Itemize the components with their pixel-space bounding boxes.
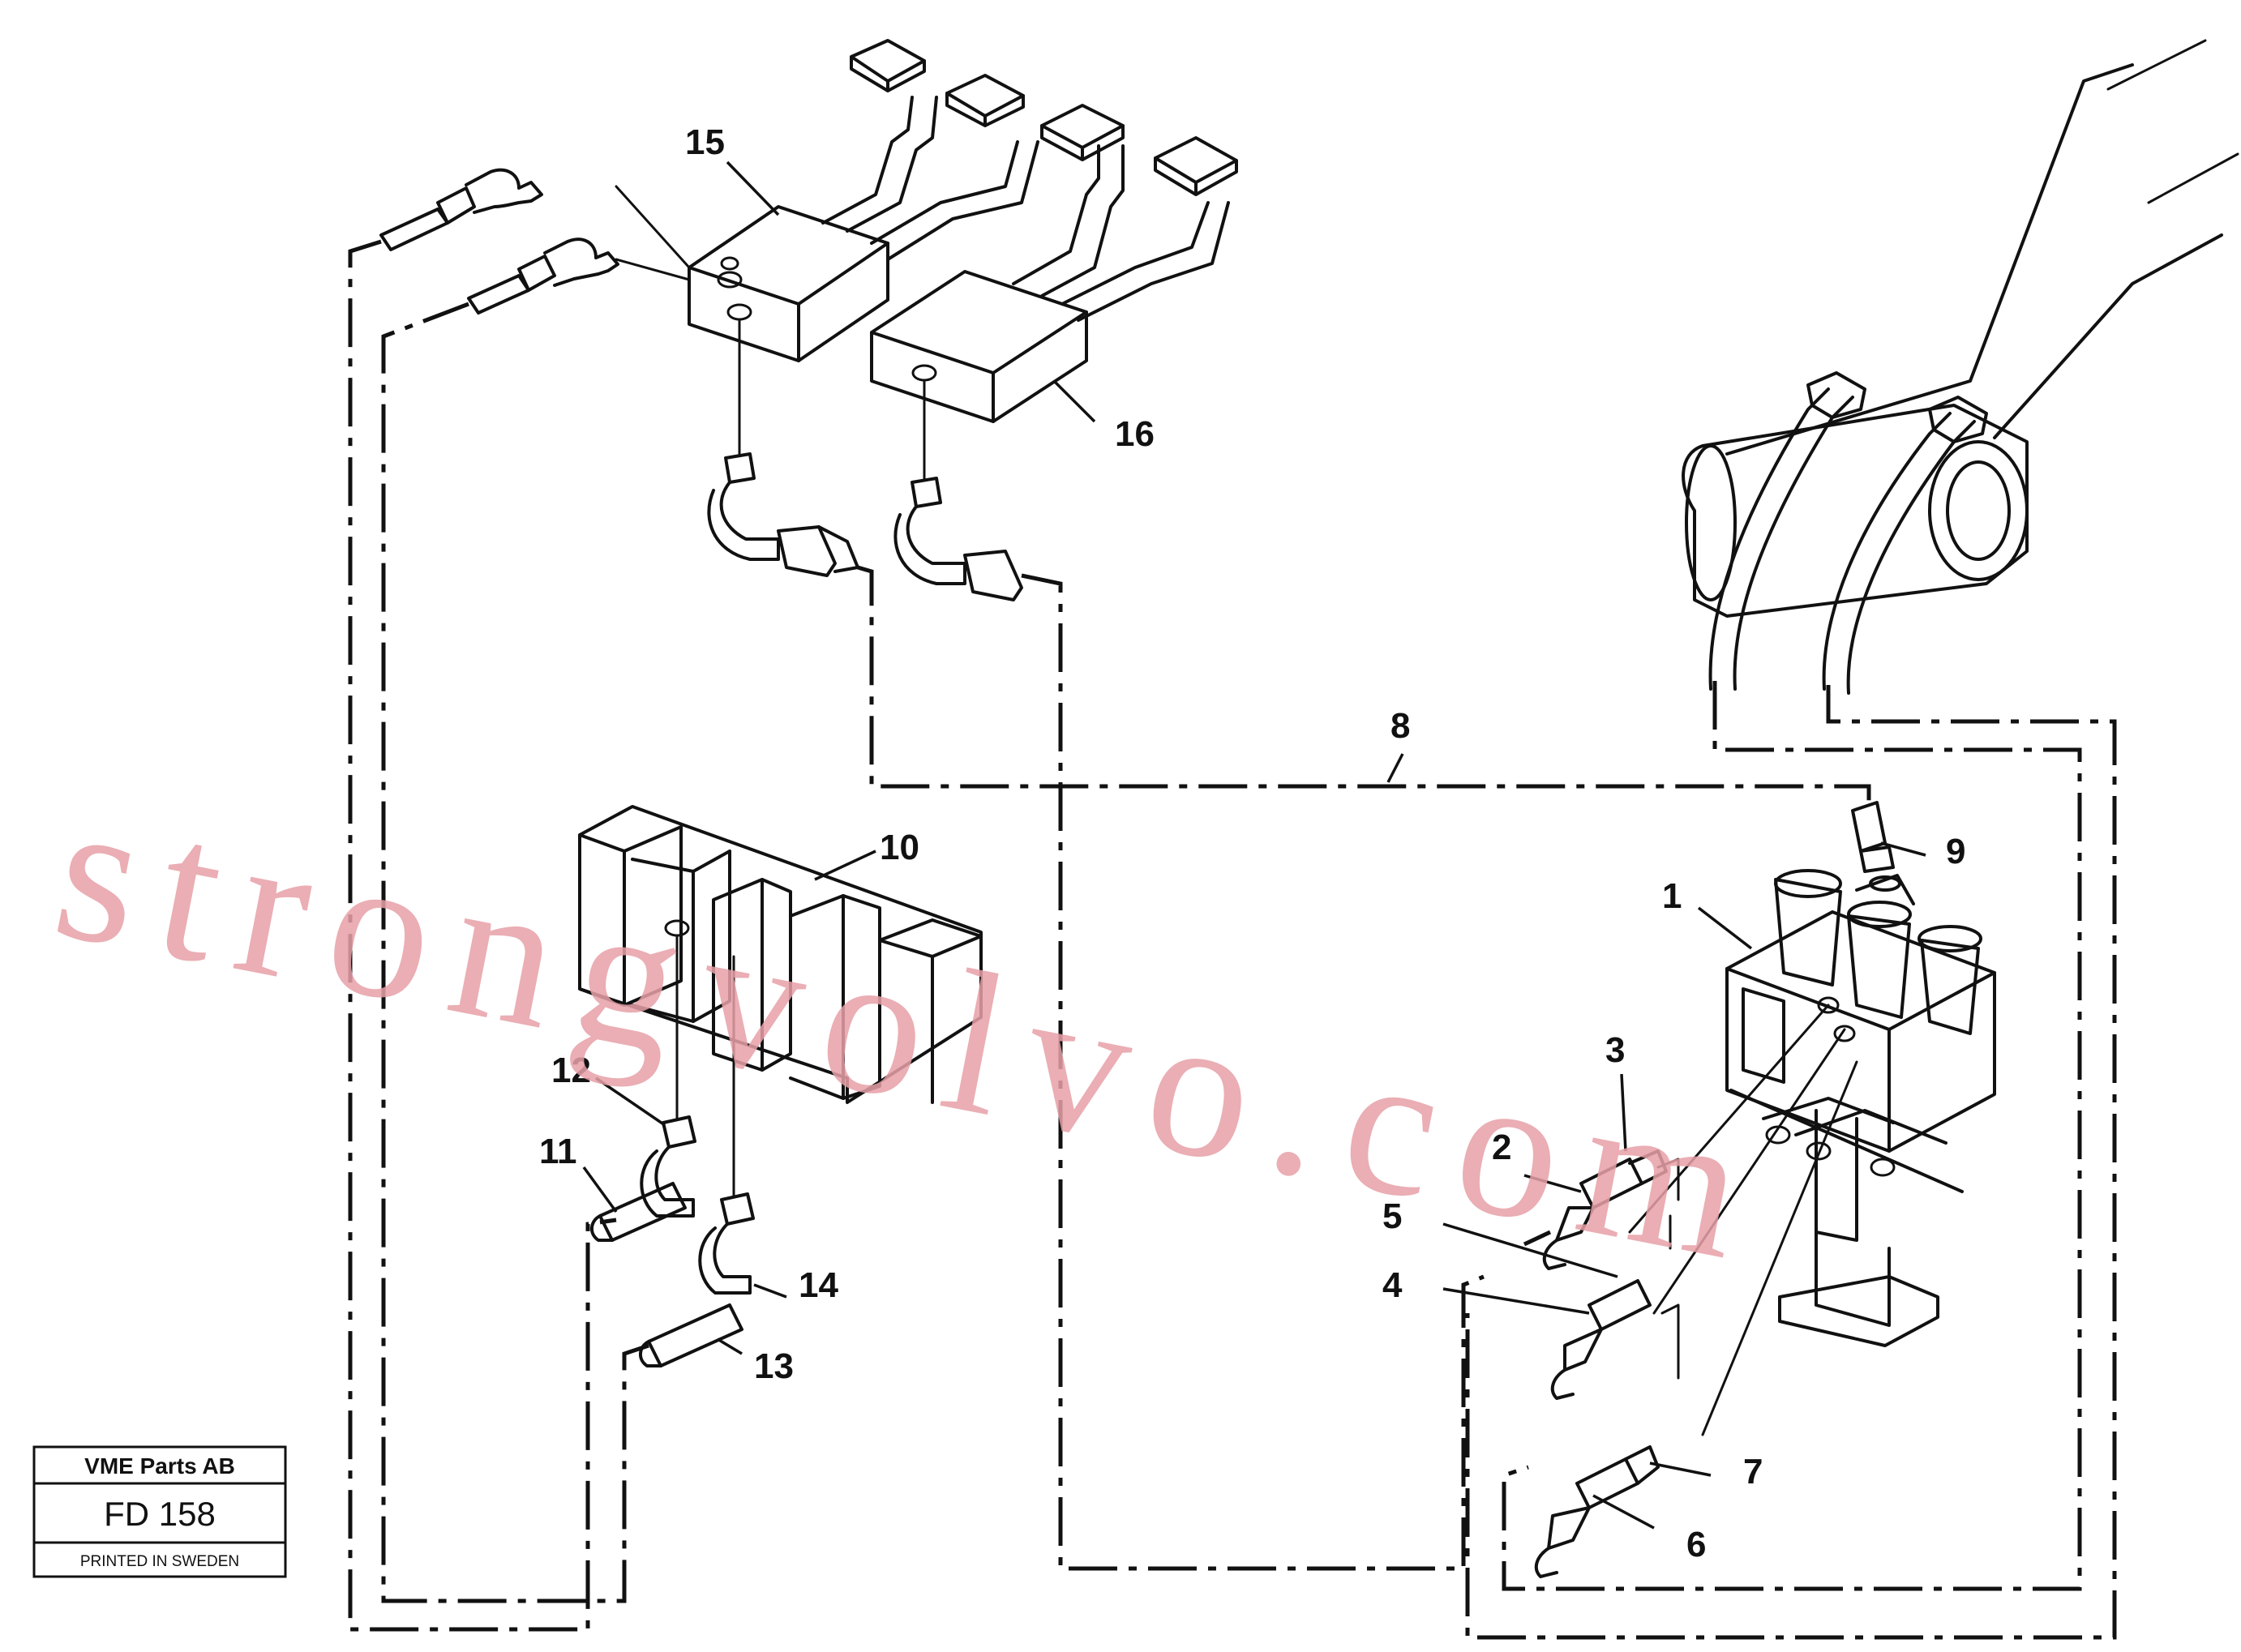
title-block-drawing-number: FD 158 <box>104 1495 216 1533</box>
callout-3: 3 <box>1605 1030 1625 1070</box>
callout-15: 15 <box>685 122 725 162</box>
hose-fittings-top <box>379 168 691 315</box>
callout-12: 12 <box>551 1051 591 1090</box>
callout-14: 14 <box>799 1265 838 1305</box>
hose-line-boom-right <box>1465 685 2117 1640</box>
callout-4: 4 <box>1382 1265 1403 1305</box>
block-16 <box>870 104 1238 423</box>
hose-line-8 <box>857 565 1871 807</box>
hose-line-16-down <box>1021 573 1485 1571</box>
callout-10: 10 <box>880 828 919 867</box>
callout-1: 1 <box>1662 876 1682 916</box>
callout-16: 16 <box>1115 414 1155 454</box>
title-block: VME Parts AB FD 158 PRINTED IN SWEDEN <box>32 1445 287 1578</box>
callout-13: 13 <box>754 1346 794 1386</box>
block-10 <box>578 805 983 1197</box>
callout-8: 8 <box>1390 706 1410 746</box>
title-block-printed: PRINTED IN SWEDEN <box>80 1553 239 1570</box>
hose-line-outer-left <box>348 239 617 1632</box>
fittings-11-14 <box>590 1115 755 1367</box>
hose-line-valve-to-4 <box>1523 1230 1552 1247</box>
title-block-company: VME Parts AB <box>84 1453 235 1479</box>
block-15 <box>688 39 1039 362</box>
callout-2: 2 <box>1492 1128 1511 1167</box>
callout-6: 6 <box>1686 1525 1706 1564</box>
callout-5: 5 <box>1382 1196 1402 1236</box>
callout-9: 9 <box>1946 832 1965 871</box>
hose-line-inner-left <box>381 302 649 1603</box>
callout-labels: 1 2 3 4 5 6 7 8 9 10 11 12 13 14 15 16 <box>539 122 1965 1564</box>
callout-11: 11 <box>539 1132 577 1171</box>
hose-routes <box>348 239 2117 1640</box>
leader-lines <box>582 160 1926 1530</box>
callout-7: 7 <box>1743 1452 1763 1492</box>
valve-block-1 <box>1628 869 1996 1436</box>
boom-arm <box>1682 39 2239 695</box>
hose-line-boom-left <box>1502 681 2082 1591</box>
fittings-under-boxes <box>707 319 1023 601</box>
